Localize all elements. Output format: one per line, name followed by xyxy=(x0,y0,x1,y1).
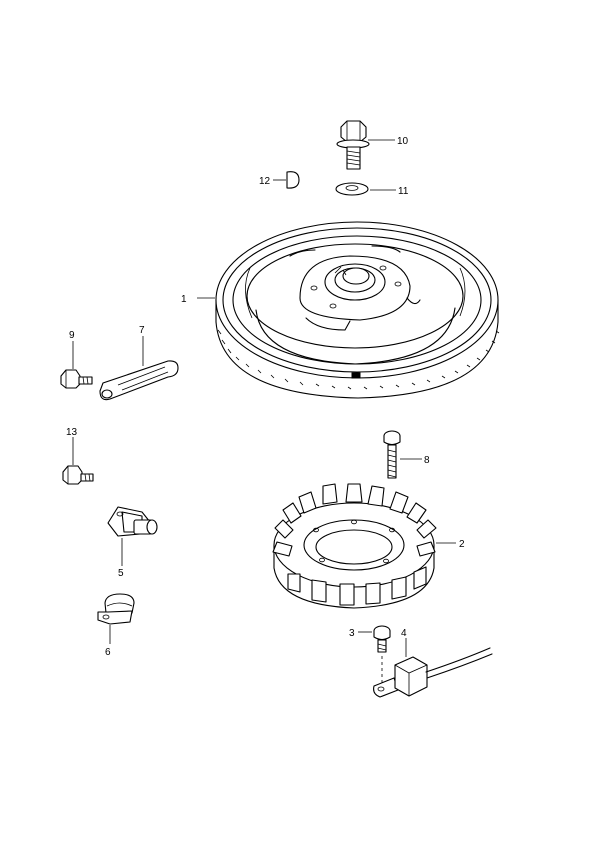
callout-7: 7 xyxy=(139,325,145,336)
flange-bolt-part-10 xyxy=(336,120,370,170)
callout-10: 10 xyxy=(397,136,409,147)
callout-12: 12 xyxy=(259,176,271,187)
callout-9: 9 xyxy=(69,330,75,341)
bracket-strap-part-7 xyxy=(99,360,179,401)
callout-8: 8 xyxy=(424,455,430,466)
callout-5: 5 xyxy=(118,568,124,579)
bolt-part-13 xyxy=(62,465,94,485)
callout-6: 6 xyxy=(105,647,111,658)
washer-part-11 xyxy=(335,182,369,196)
key-part-12 xyxy=(286,171,300,189)
callout-11: 11 xyxy=(398,186,409,197)
callout-2: 2 xyxy=(459,539,465,550)
callout-13: 13 xyxy=(66,427,78,438)
clamp-part-6 xyxy=(97,593,135,625)
stator-part-2 xyxy=(272,483,437,609)
callout-1: 1 xyxy=(181,294,187,305)
flywheel-part-1 xyxy=(215,221,500,399)
screw-part-3 xyxy=(373,625,391,688)
callout-4: 4 xyxy=(401,628,407,639)
bolt-part-9 xyxy=(60,369,93,389)
pickup-coil-part-4 xyxy=(373,647,493,698)
sensor-part-5 xyxy=(107,506,158,537)
screw-part-8 xyxy=(383,430,401,479)
callout-3: 3 xyxy=(349,628,355,639)
